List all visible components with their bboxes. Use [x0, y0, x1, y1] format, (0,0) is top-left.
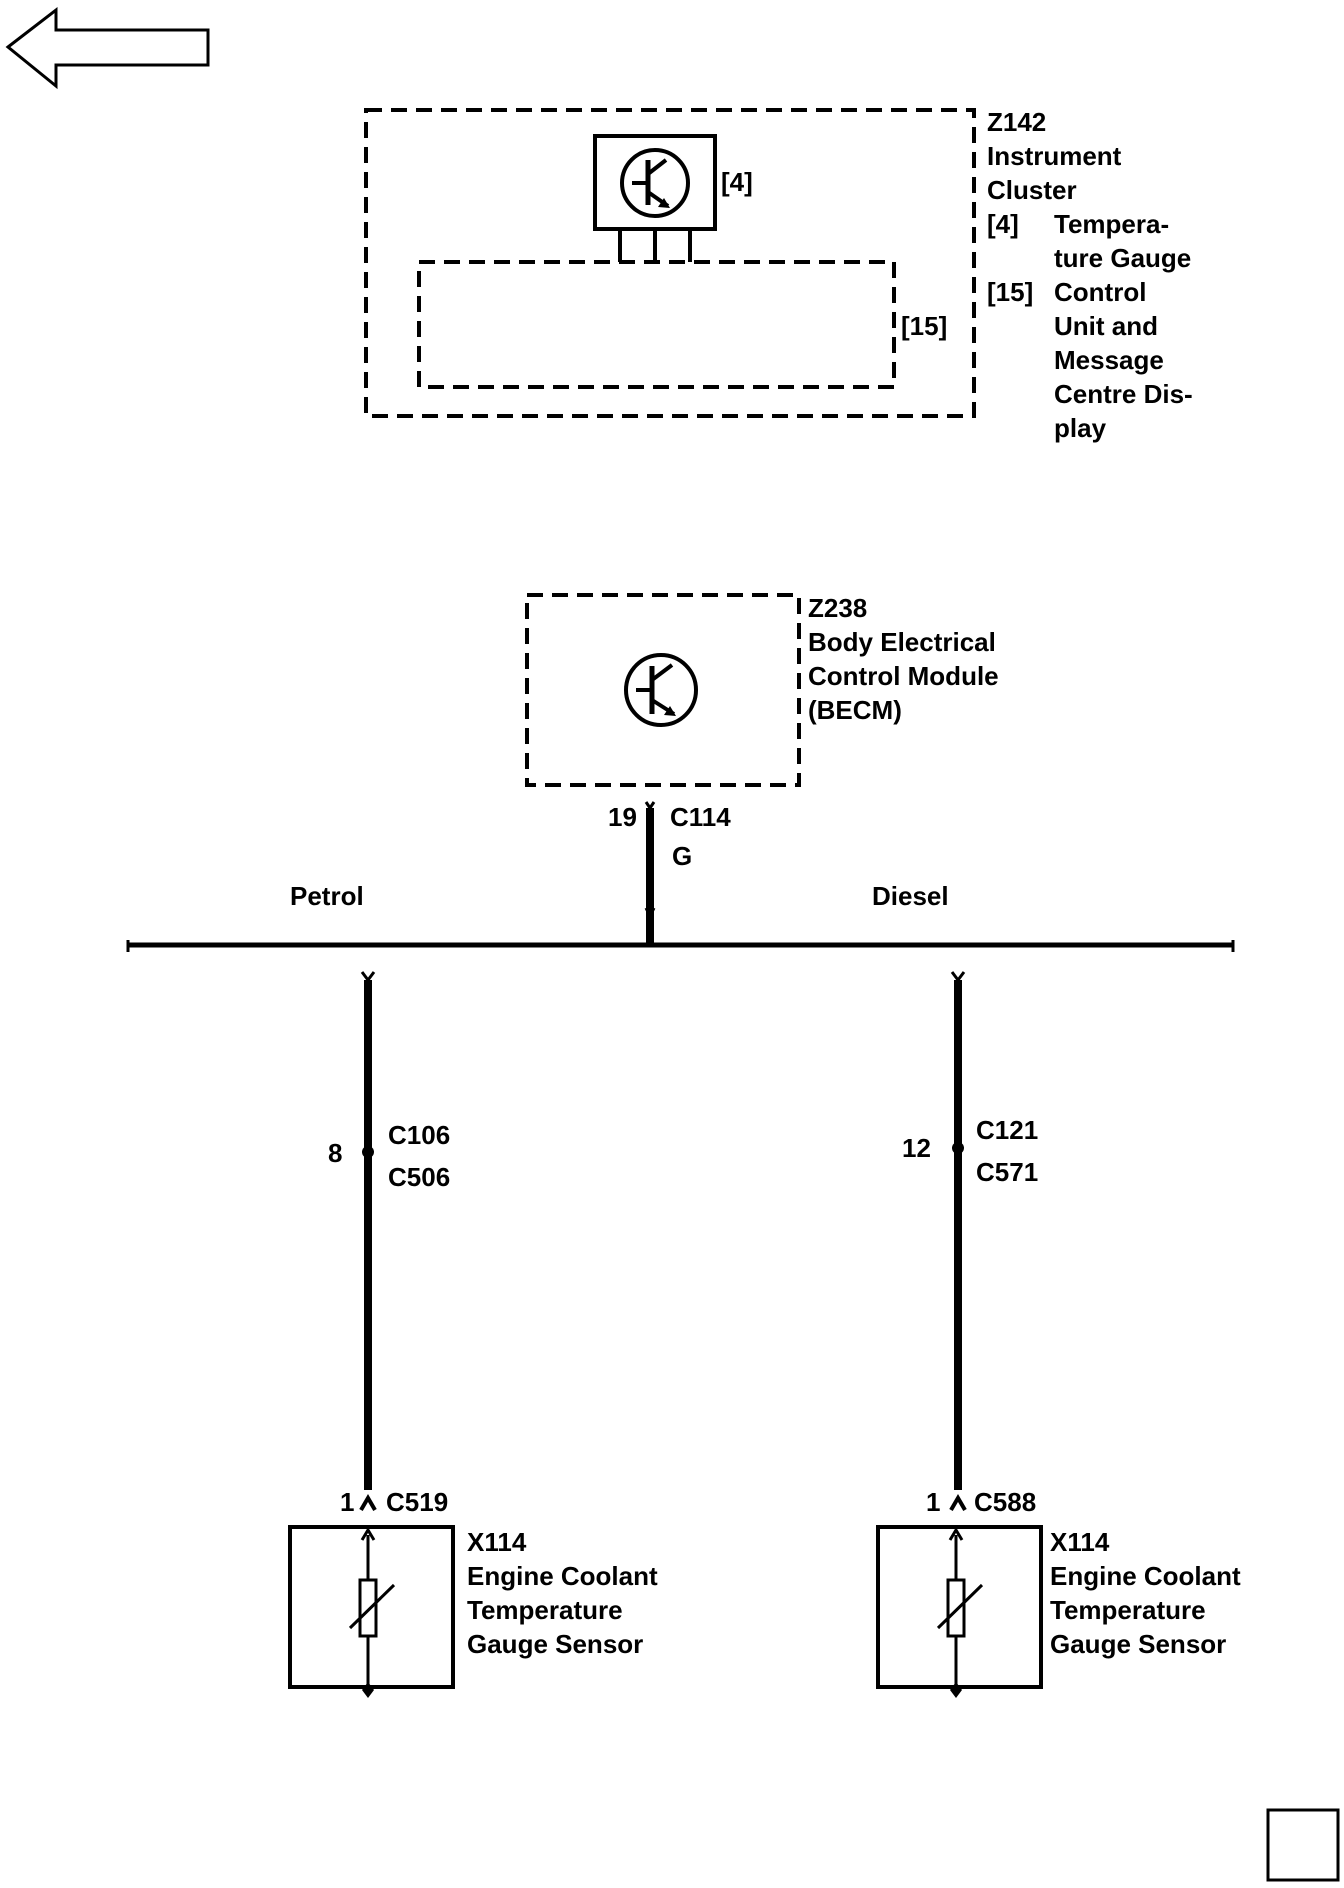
inline-connector-dot [952, 1142, 964, 1154]
legend-15-line3: Message [1054, 345, 1164, 375]
inline-connector-dot [362, 1146, 374, 1158]
legend-ref-4: [4] [987, 209, 1019, 239]
diesel-mid-pin: 12 [902, 1133, 931, 1163]
diesel-sensor-id: X114 [1050, 1527, 1110, 1557]
becm-module: Z238 Body Electrical Control Module (BEC… [525, 593, 999, 787]
legend-15-line5: play [1054, 413, 1107, 443]
legend-15-line4: Centre Dis- [1054, 379, 1193, 409]
petrol-sensor-line3: Gauge Sensor [467, 1629, 643, 1659]
petrol-circuit: 8 C106 C506 1 C519 X114 Engine Coolant T… [288, 971, 658, 1698]
petrol-sensor-id: X114 [467, 1527, 527, 1557]
petrol-sensor-line1: Engine Coolant [467, 1561, 658, 1591]
becm-name-line3: (BECM) [808, 695, 902, 725]
cluster-name-line2: Cluster [987, 175, 1077, 205]
petrol-mid-pin: 8 [328, 1138, 342, 1168]
control-ref-label: [15] [901, 311, 947, 341]
cluster-name-line1: Instrument [987, 141, 1122, 171]
becm-name-line1: Body Electrical [808, 627, 996, 657]
legend-4-line1: Tempera- [1054, 209, 1169, 239]
instrument-cluster: [4] [15] Z142 Instrument Cluster [4] Tem… [364, 107, 1193, 443]
petrol-label: Petrol [290, 881, 364, 911]
diesel-sensor-line1: Engine Coolant [1050, 1561, 1241, 1591]
thermistor-icon [936, 1527, 984, 1698]
control-unit-boundary [417, 260, 896, 389]
petrol-sensor-line2: Temperature [467, 1595, 623, 1625]
diesel-connector-top: C121 [976, 1115, 1038, 1145]
legend-4-line2: ture Gauge [1054, 243, 1191, 273]
becm-boundary [525, 593, 801, 787]
diesel-label: Diesel [872, 881, 949, 911]
diesel-sensor-connector: C588 [974, 1487, 1036, 1517]
becm-connector: C114 [670, 802, 731, 832]
gauge-ref-label: [4] [721, 167, 753, 197]
branch-bus: Petrol Diesel [126, 881, 1235, 952]
diesel-circuit: 12 C121 C571 1 C588 X114 Engine Coolant … [876, 971, 1241, 1698]
becm-name-line2: Control Module [808, 661, 999, 691]
diesel-sensor-line2: Temperature [1050, 1595, 1206, 1625]
petrol-sensor-connector: C519 [386, 1487, 448, 1517]
diesel-connector-bottom: C571 [976, 1157, 1038, 1187]
thermistor-icon [348, 1527, 396, 1698]
diesel-sensor-pin: 1 [926, 1487, 940, 1517]
petrol-sensor-pin: 1 [340, 1487, 354, 1517]
diesel-sensor-line3: Gauge Sensor [1050, 1629, 1226, 1659]
petrol-connector-top: C106 [388, 1120, 450, 1150]
instrument-cluster-boundary [364, 108, 976, 418]
corner-box[interactable] [1266, 1808, 1340, 1882]
back-arrow-icon[interactable] [5, 6, 210, 90]
becm-connector-c114: 19 C114 G [608, 801, 731, 945]
transistor-icon [620, 148, 690, 218]
becm-pin: 19 [608, 802, 637, 832]
petrol-connector-bottom: C506 [388, 1162, 450, 1192]
transistor-icon [624, 653, 698, 727]
becm-wire-color: G [672, 841, 692, 871]
legend-15-line2: Unit and [1054, 311, 1158, 341]
cluster-id: Z142 [987, 107, 1046, 137]
legend-ref-15: [15] [987, 277, 1033, 307]
legend-15-line1: Control [1054, 277, 1146, 307]
becm-id: Z238 [808, 593, 867, 623]
